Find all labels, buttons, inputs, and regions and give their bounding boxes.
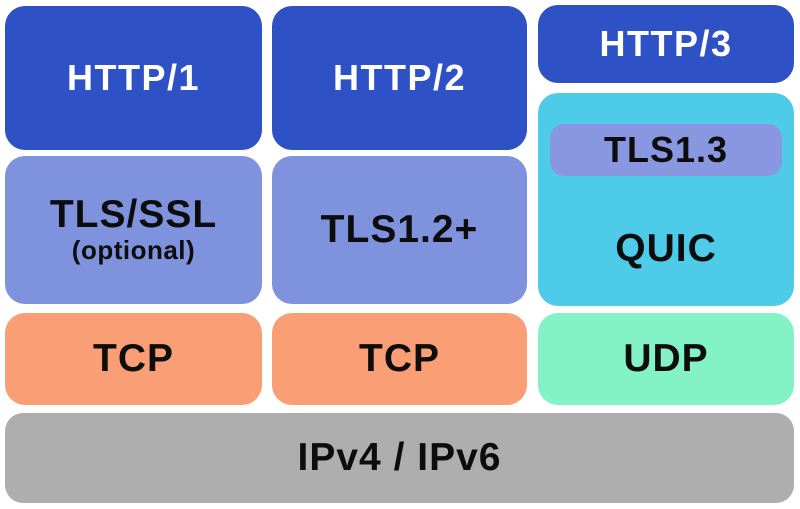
tls13-label: TLS1.3 [603, 129, 729, 170]
http1-transport-block: TCP [5, 313, 262, 405]
http2-label: HTTP/2 [332, 57, 466, 98]
http3-quic-block: TLS1.3 QUIC [538, 93, 794, 306]
http2-transport-block: TCP [272, 313, 527, 405]
tls-ssl-label: TLS/SSL [49, 193, 218, 237]
ip-label: IPv4 / IPv6 [297, 435, 502, 479]
quic-label: QUIC [615, 226, 717, 270]
tcp-label-1: TCP [93, 336, 174, 380]
http3-transport-block: UDP [538, 313, 794, 405]
tls13-block: TLS1.3 [550, 124, 782, 176]
tls12-label: TLS1.2+ [320, 207, 479, 251]
tls-ssl-optional-note: (optional) [71, 235, 196, 266]
udp-label: UDP [623, 336, 709, 380]
http3-app-block: HTTP/3 [538, 5, 794, 83]
http3-label: HTTP/3 [599, 23, 733, 64]
http1-label: HTTP/1 [66, 57, 200, 98]
tcp-label-2: TCP [359, 336, 440, 380]
http2-app-block: HTTP/2 [272, 6, 527, 150]
http1-app-block: HTTP/1 [5, 6, 262, 150]
network-layer-block: IPv4 / IPv6 [5, 413, 794, 503]
quic-label-area: QUIC [615, 176, 717, 306]
http1-security-block: TLS/SSL (optional) [5, 156, 262, 304]
http2-security-block: TLS1.2+ [272, 156, 527, 304]
